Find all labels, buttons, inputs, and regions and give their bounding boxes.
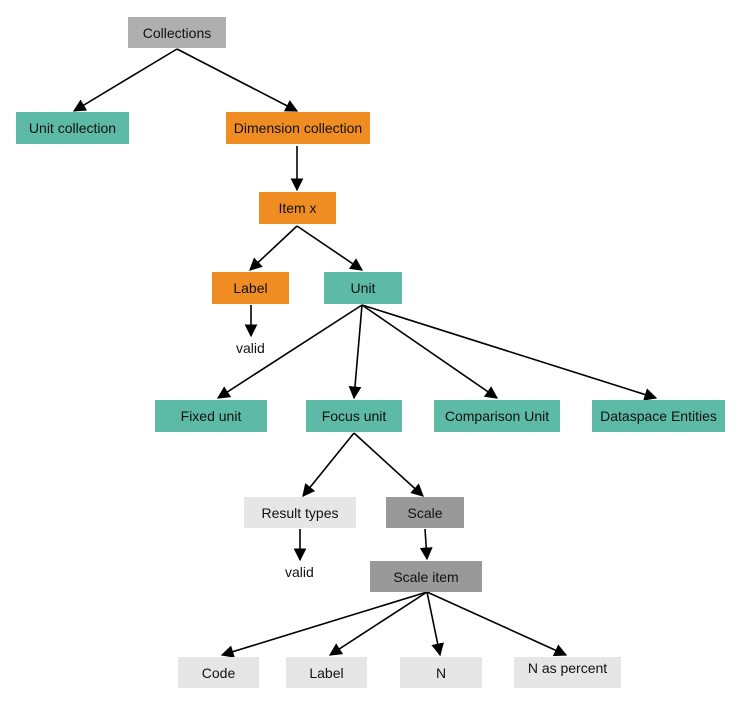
node-dataspace-entities[interactable]: Dataspace Entities: [592, 400, 725, 432]
edge-item-x-unit: [296, 225, 364, 271]
edge-unit-dataspace-entities: [361, 304, 658, 401]
label-valid-text: valid: [236, 340, 265, 356]
node-scale-item[interactable]: Scale item: [370, 561, 482, 592]
edge-scale-item-n-as-percent: [426, 591, 568, 657]
edge-scale-item-label: [328, 591, 428, 656]
node-scale-label[interactable]: Label: [286, 657, 367, 688]
edge-scale-scale-item: [419, 528, 433, 561]
edge-focus-unit-result-types: [302, 432, 355, 497]
node-n[interactable]: N: [400, 657, 482, 688]
node-unit-collection[interactable]: Unit collection: [16, 112, 129, 144]
node-code[interactable]: Code: [178, 657, 259, 688]
edge-collections-dimension-collection: [176, 48, 299, 112]
node-unit[interactable]: Unit: [324, 272, 402, 304]
node-collections[interactable]: Collections: [128, 17, 226, 48]
node-focus-unit[interactable]: Focus unit: [306, 400, 402, 432]
edge-focus-unit-scale: [353, 432, 424, 497]
edge-collections-unit-collection: [72, 48, 178, 112]
node-result-types[interactable]: Result types: [244, 497, 356, 528]
node-item-x[interactable]: Item x: [259, 192, 336, 224]
node-n-as-percent[interactable]: N as percent: [514, 657, 621, 688]
node-comparison-unit[interactable]: Comparison Unit: [434, 400, 560, 432]
edge-scale-item-code: [220, 591, 428, 658]
node-label[interactable]: Label: [212, 272, 289, 304]
result-types-valid-text: valid: [285, 564, 314, 580]
edge-scale-item-n: [426, 591, 444, 657]
edge-item-x-label: [249, 225, 298, 271]
node-dimension-collection[interactable]: Dimension collection: [226, 112, 370, 144]
edge-unit-focus-unit: [348, 304, 363, 400]
edge-unit-comparison-unit: [361, 304, 499, 399]
node-fixed-unit[interactable]: Fixed unit: [155, 400, 267, 432]
edge-unit-fixed-unit: [216, 304, 363, 399]
node-scale[interactable]: Scale: [386, 497, 464, 528]
